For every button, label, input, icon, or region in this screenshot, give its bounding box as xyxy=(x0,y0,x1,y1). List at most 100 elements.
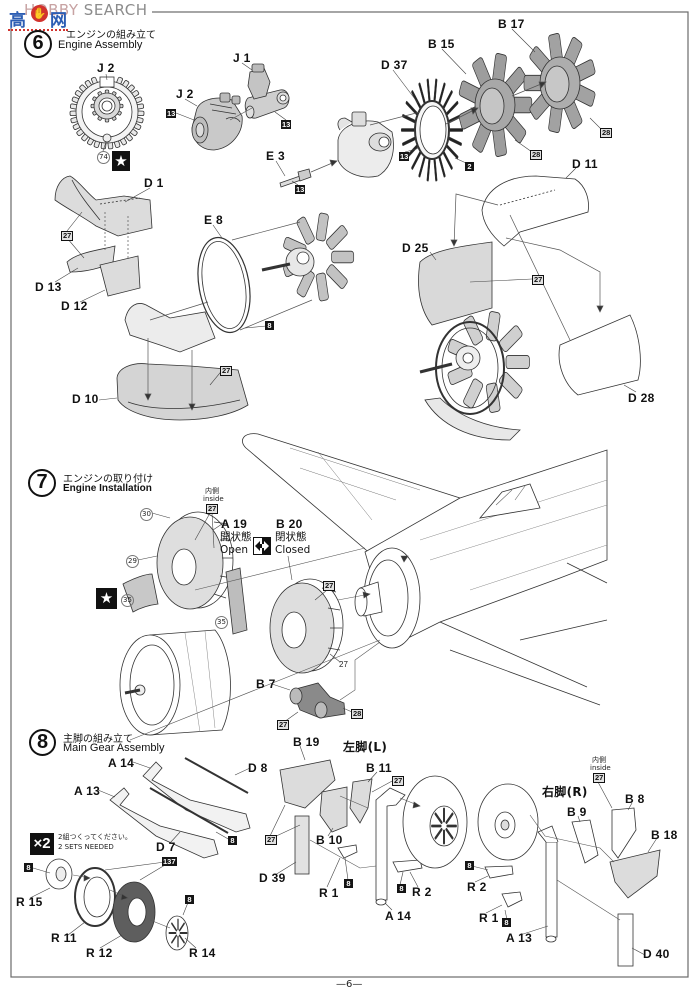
cowl-flap-assembly-drawing xyxy=(124,303,216,353)
part-label: A 13 xyxy=(74,784,101,798)
engine-cowl-drawing xyxy=(119,629,231,736)
prop-shaft xyxy=(419,362,453,374)
part-label: A 14 xyxy=(385,909,412,923)
leader-line xyxy=(269,804,286,837)
e8-ring-drawing xyxy=(197,236,251,334)
wheel-spoke xyxy=(446,824,457,828)
leader-line xyxy=(98,397,118,401)
canopy-frame xyxy=(495,485,526,506)
state-closed-en: Closed xyxy=(275,544,311,556)
d7-rod-drawing xyxy=(149,787,229,834)
leader-line xyxy=(275,160,286,177)
paint-code-outlined: 28 xyxy=(351,709,364,719)
page-number: —6— xyxy=(336,979,363,990)
guide-line xyxy=(505,237,601,312)
hub-spoke xyxy=(171,934,178,944)
hub-spoke xyxy=(178,922,185,932)
housing-lug xyxy=(231,95,241,105)
baffle-spoke xyxy=(438,156,446,178)
leader-line xyxy=(66,237,85,259)
arrowhead xyxy=(538,81,547,89)
leader-line xyxy=(234,767,251,776)
left-wing xyxy=(242,433,461,556)
cowl-lip xyxy=(129,644,175,726)
leader-line xyxy=(241,62,253,71)
part-label: D 37 xyxy=(381,58,408,72)
leader-line xyxy=(327,827,334,837)
leader-line xyxy=(299,745,306,761)
sets-note-ja: 2組つくってください。 xyxy=(58,833,132,841)
b18-door-drawing xyxy=(609,849,661,899)
nose-case-boss xyxy=(296,251,310,265)
step-badge: 6 xyxy=(24,30,52,58)
open-closed-swap-icon xyxy=(253,537,271,555)
exhaust-pipe xyxy=(314,701,328,719)
wheel-spoke xyxy=(443,807,445,823)
wheel-spoke xyxy=(434,827,443,840)
engine-assembly-drawing xyxy=(261,212,355,302)
part-label: E 8 xyxy=(204,213,223,227)
r14-hub-drawing xyxy=(165,915,189,951)
leader-line xyxy=(274,111,287,121)
leader-line xyxy=(471,865,489,871)
baffle-spoke xyxy=(442,151,453,170)
step-title-en: Engine Assembly xyxy=(58,39,143,51)
paint-code: 13 xyxy=(295,185,306,194)
guide-line xyxy=(229,107,253,121)
cylinders xyxy=(447,311,530,413)
hub-spokes xyxy=(168,918,188,948)
leader-line xyxy=(211,512,215,549)
watermark-site-char: 高 xyxy=(9,11,26,31)
paint-code-text: 27 xyxy=(339,660,348,669)
b20-cowl-flaps-closed-drawing xyxy=(269,578,344,674)
d25-side-panel-drawing xyxy=(418,241,493,326)
part-label: B 20 xyxy=(276,517,303,531)
j1-part-drawing xyxy=(244,63,290,119)
leader-line xyxy=(631,947,646,956)
r1-right-link-drawing xyxy=(501,891,523,908)
leader-line xyxy=(184,937,197,949)
part-label: D 25 xyxy=(402,241,429,255)
nose-front xyxy=(354,587,368,617)
prop-shaft xyxy=(261,262,291,272)
part-label: D 1 xyxy=(144,176,164,190)
part-label: D 40 xyxy=(643,947,670,961)
a13-right-strut-drawing xyxy=(537,825,559,943)
b9-door-drawing xyxy=(571,819,599,864)
part-label: D 12 xyxy=(61,299,88,313)
part-label: R 11 xyxy=(51,931,77,945)
leader-line xyxy=(409,871,419,888)
part-label: B 10 xyxy=(316,833,343,847)
part-label: R 1 xyxy=(319,886,339,900)
leader-line xyxy=(291,180,299,186)
j1-cap xyxy=(251,63,265,73)
cylinder xyxy=(499,325,523,353)
flap-segments xyxy=(213,521,233,599)
leader-line xyxy=(66,211,83,232)
step-title-en: Main Gear Assembly xyxy=(63,742,165,754)
paint-code-outlined: 27 xyxy=(593,773,606,783)
leader-line xyxy=(577,815,581,823)
guide-line xyxy=(309,839,377,869)
guide-line xyxy=(149,919,171,929)
leader-line xyxy=(329,653,341,663)
leader-line xyxy=(184,98,198,107)
leader-line xyxy=(97,789,116,798)
leader-line xyxy=(194,512,211,541)
lower-cowl xyxy=(424,397,521,441)
leader-line xyxy=(454,157,467,164)
side-label-left: 左脚(L) xyxy=(343,740,388,754)
paint-code-outlined: 27 xyxy=(61,231,74,241)
sets-note-en: 2 SETS NEEDED xyxy=(58,843,114,851)
cylinder xyxy=(315,272,329,302)
leader-line xyxy=(274,861,297,876)
assembly-guides-step7 xyxy=(129,547,409,741)
cowl-panel-lines xyxy=(184,630,216,733)
leader-line xyxy=(137,555,158,561)
d11-detail xyxy=(499,189,556,206)
wheel-spoke xyxy=(434,812,443,825)
a14-strut-drawing xyxy=(142,761,251,833)
cylinder xyxy=(315,212,329,242)
baffle-spoke xyxy=(402,136,416,146)
arrowhead xyxy=(450,239,458,247)
